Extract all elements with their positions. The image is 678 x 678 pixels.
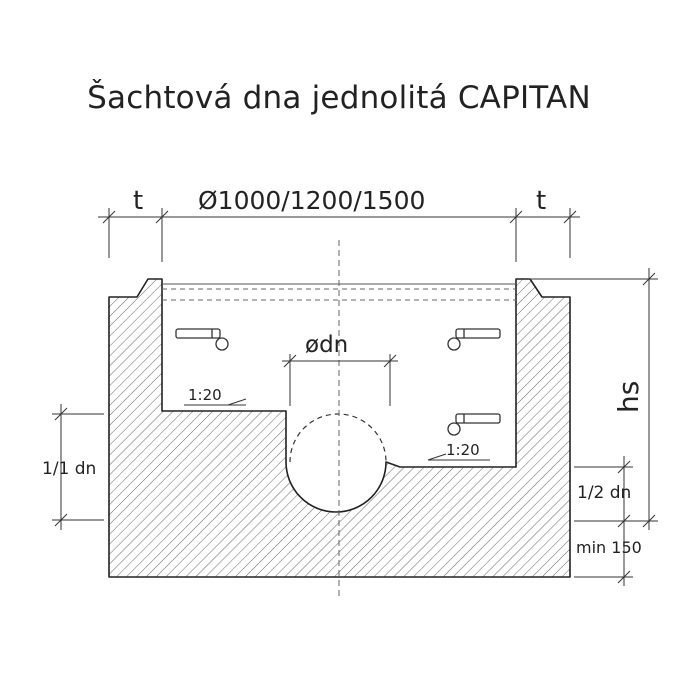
pipe-outline-dashed [289,413,387,463]
slope-left-indicator [184,398,247,406]
diameter-label: Ø1000/1200/1500 [198,186,425,215]
full-dn-label: 1/1 dn [42,459,96,479]
ladder-rung-right-lower [447,413,501,436]
ladder-rung-left [175,328,229,351]
top-dimension [98,208,580,262]
slope-right-indicator [427,453,490,461]
full-dn-dimension [52,404,104,530]
hs-label: hs [612,381,645,413]
right-lower-dimensions [574,456,658,586]
min150-label: min 150 [576,538,642,557]
odn-dimension [282,354,398,406]
drawing-title: Šachtová dna jednolitá CAPITAN [87,80,591,116]
t-right-label: t [536,186,546,216]
ladder-rung-right-upper [447,328,501,351]
hs-dimension [528,268,658,530]
half-dn-label: 1/2 dn [577,483,631,503]
concrete-body [108,278,571,578]
slope-left-label: 1:20 [188,386,222,404]
t-left-label: t [133,186,143,216]
odn-label: ødn [305,332,348,358]
slope-right-label: 1:20 [446,441,480,459]
